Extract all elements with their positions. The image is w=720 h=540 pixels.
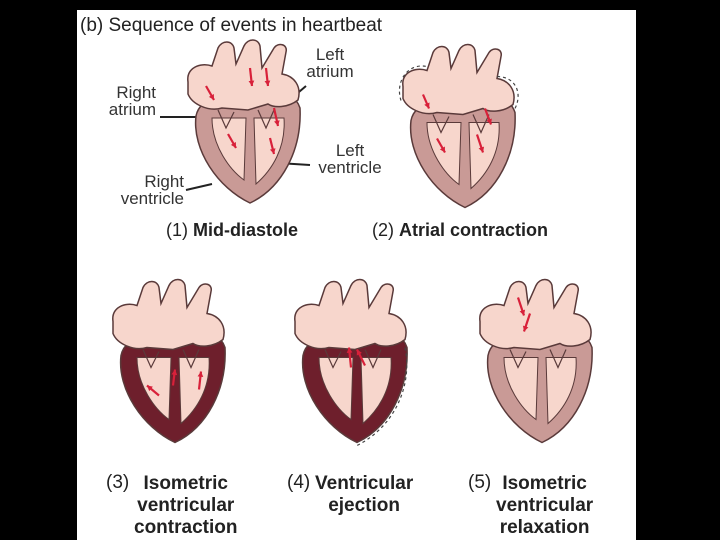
label-right-atrium-line1: Right <box>116 83 156 102</box>
tricuspid-valve <box>217 109 235 130</box>
heart-isometric-ventricular-contraction <box>112 278 226 444</box>
caption-4-number: (4) <box>287 472 311 493</box>
left-ventricle-chamber <box>545 357 577 425</box>
heart-group <box>187 39 301 204</box>
mitral-valve <box>182 349 200 369</box>
mitral-valve <box>257 109 275 130</box>
left-ventricle-chamber <box>468 122 500 190</box>
heart-group <box>479 278 593 444</box>
heart-group <box>398 43 519 209</box>
flow-arrow-head <box>248 80 255 86</box>
caption-4: (4) Ventricular ejection <box>287 473 413 517</box>
caption-3-line3: contraction <box>134 517 238 538</box>
caption-5-number: (5) <box>468 472 492 493</box>
label-left-ventricle-line1: Left <box>335 141 365 160</box>
flow-arrow-head <box>208 94 214 100</box>
heart-ventricular-ejection <box>294 278 408 447</box>
heart-atrial-contraction <box>398 43 519 209</box>
heart-group <box>294 278 408 447</box>
caption-3: (3) Isometric ventricular contraction <box>106 473 237 539</box>
tricuspid-valve <box>324 349 342 369</box>
caption-4-line2: ejection <box>328 495 401 516</box>
atria-and-vessels <box>112 278 225 351</box>
leader-right-ventricle <box>185 183 213 191</box>
atria-and-vessels <box>294 278 407 351</box>
diagram-title: (b) Sequence of events in heartbeat <box>80 15 383 36</box>
flow-arrow-head <box>486 118 492 125</box>
label-left-atrium-line2: atrium <box>306 62 354 81</box>
flow-arrow-head <box>264 80 271 86</box>
flow-arrow-head <box>356 349 362 356</box>
label-right-atrium: Right atrium <box>100 84 156 118</box>
caption-5: (5) Isometric ventricular relaxation <box>468 473 593 539</box>
flow-arrow-head <box>522 325 529 332</box>
tricuspid-valve <box>432 114 450 134</box>
label-right-atrium-line2: atrium <box>108 100 156 119</box>
label-left-atrium-line1: Left <box>315 45 345 64</box>
flow-arrow-head <box>478 146 485 153</box>
caption-2-number: (2) <box>372 220 394 240</box>
flow-arrow-head <box>269 148 276 154</box>
left-ventricle-chamber <box>360 357 392 425</box>
heart-mid-diastole <box>187 39 301 204</box>
tricuspid-valve <box>142 349 160 369</box>
label-left-ventricle: Left ventricle <box>310 142 390 176</box>
label-right-ventricle-line2: ventricle <box>120 189 184 208</box>
label-left-ventricle-line2: ventricle <box>318 158 382 177</box>
mitral-valve <box>364 349 382 369</box>
flow-arrow-head <box>519 309 526 316</box>
label-left-atrium: Left atrium <box>300 46 360 80</box>
caption-2: (2) Atrial contraction <box>372 221 548 239</box>
atria-and-vessels <box>402 43 515 116</box>
caption-5-line3: relaxation <box>499 517 590 538</box>
diagram-panel <box>77 10 636 540</box>
flow-arrow-head <box>147 385 153 392</box>
flow-arrow-head <box>424 102 430 109</box>
caption-2-text: Atrial contraction <box>399 220 549 240</box>
flow-arrow-head <box>439 146 445 153</box>
caption-1: (1) Mid-diastole <box>166 221 298 239</box>
caption-5-line1: Isometric <box>502 473 587 494</box>
flow-arrow-head <box>197 371 204 378</box>
caption-5-line2: ventricular <box>496 495 594 516</box>
flow-arrow-head <box>230 142 236 148</box>
left-ventricle-chamber <box>253 117 285 186</box>
contraction-outline <box>356 347 408 447</box>
label-right-ventricle: Right ventricle <box>112 173 184 207</box>
caption-3-line1: Isometric <box>143 473 228 494</box>
caption-3-number: (3) <box>106 472 130 493</box>
atria-and-vessels <box>187 39 300 111</box>
flow-arrow-head <box>346 347 353 354</box>
right-ventricle-chamber <box>426 122 462 186</box>
right-ventricle-chamber <box>318 357 354 421</box>
caption-3-line2: ventricular <box>137 495 235 516</box>
right-ventricle-chamber <box>136 357 172 421</box>
contraction-outline <box>398 65 519 109</box>
tricuspid-valve <box>509 349 527 369</box>
caption-1-text: Mid-diastole <box>193 220 299 240</box>
flow-arrow-head <box>171 369 178 376</box>
heart-isometric-ventricular-relaxation <box>479 278 593 444</box>
mitral-valve <box>472 114 490 134</box>
right-ventricle-chamber <box>211 117 247 181</box>
flow-arrow-head <box>274 120 280 126</box>
mitral-valve <box>549 349 567 369</box>
atria-and-vessels <box>479 278 592 351</box>
caption-1-number: (1) <box>166 220 188 240</box>
caption-4-line1: Ventricular <box>315 473 414 494</box>
heart-group <box>112 278 226 444</box>
right-ventricle-chamber <box>503 357 539 421</box>
label-right-ventricle-line1: Right <box>144 172 184 191</box>
